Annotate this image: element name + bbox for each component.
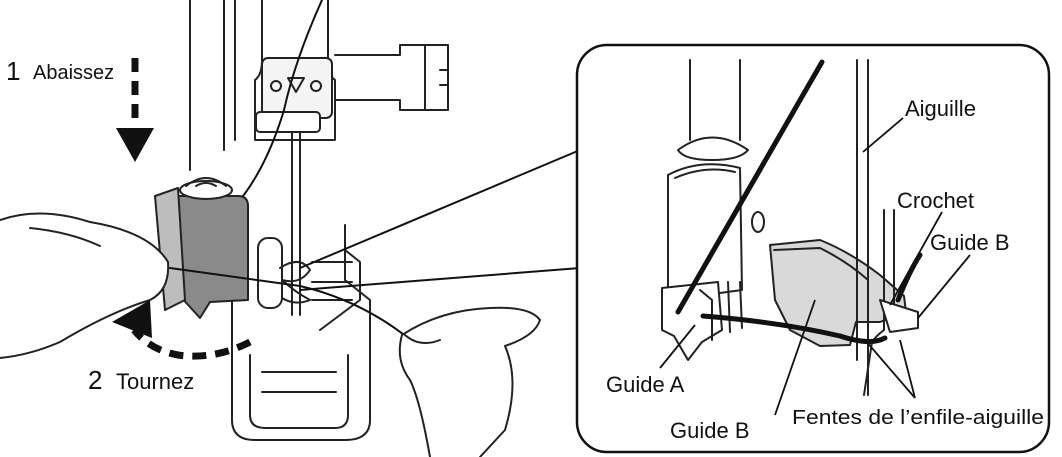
inset-c-clip: [677, 136, 749, 161]
label-slits: Fentes de l’enfile-aiguille: [792, 407, 1044, 429]
label-guide-b-bottom: Guide B: [670, 418, 750, 443]
inset-guide-a: [661, 281, 723, 361]
leader-needle: [862, 117, 904, 153]
leader-lines: [659, 117, 971, 416]
left-illustration: [0, 0, 541, 457]
leader-slit-2: [899, 339, 916, 399]
leader-guide-b-bottom: [774, 299, 816, 416]
left-hand: [0, 212, 170, 359]
step1-number: 1: [6, 56, 20, 86]
threader-top: [179, 180, 233, 200]
inset-cylinder: [667, 163, 743, 301]
inset-shaft: [689, 59, 741, 141]
zoom-line-top: [299, 149, 581, 269]
labels: 1 Abaissez 2 Tournez Aiguille Crochet Gu…: [6, 56, 1044, 443]
step2-number: 2: [88, 365, 102, 395]
inset-thread-horizontal: [700, 313, 888, 344]
label-hook: Crochet: [897, 188, 974, 213]
label-guide-a: Guide A: [606, 372, 685, 397]
leader-hook: [889, 211, 943, 306]
zoom-inset: [575, 43, 1051, 454]
presser-foot: [231, 224, 371, 441]
inset-guide-b-tab: [879, 299, 919, 333]
clamp-screw: [334, 44, 426, 111]
down-arrow-head: [116, 128, 154, 162]
threader-hook: [279, 261, 311, 304]
inset-thread-diagonal: [675, 59, 825, 315]
inset-thread-right: [895, 252, 923, 303]
zoom-line-bottom: [299, 267, 581, 291]
step1-text: Abaissez: [33, 62, 114, 84]
zoom-lines: [299, 149, 581, 291]
leader-guide-b-right: [917, 254, 971, 319]
threader-lever: [167, 195, 249, 319]
thread-guide: [255, 111, 321, 133]
clamp-dot: [270, 80, 282, 92]
curved-arrow-head: [112, 300, 152, 338]
needle-plate-slot: [257, 237, 283, 309]
step2-text: Tournez: [116, 369, 194, 394]
right-hand: [398, 306, 541, 457]
label-guide-b-right: Guide B: [930, 230, 1010, 255]
label-needle: Aiguille: [905, 96, 976, 121]
clamp-dot-2: [310, 80, 322, 92]
leader-guide-a: [659, 324, 696, 369]
leader-slit-1: [864, 339, 916, 399]
curved-arrow-dashes: [131, 327, 252, 360]
inset-guide-b-plate: [769, 239, 907, 347]
needle: [291, 131, 301, 316]
clamp-triangle: [287, 77, 305, 93]
thread-to-hand: [169, 267, 409, 339]
step-arrows: [112, 58, 252, 360]
